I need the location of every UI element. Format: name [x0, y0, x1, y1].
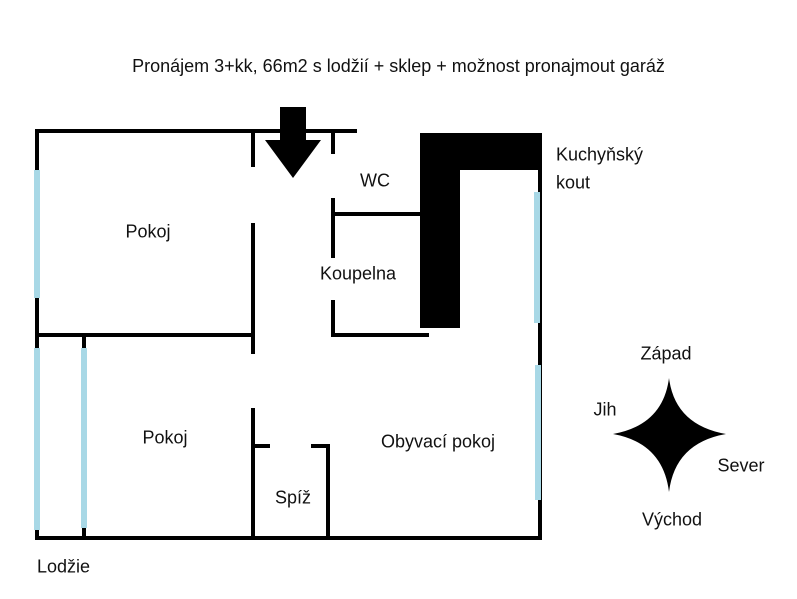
room-label-pokoj: Pokoj — [125, 221, 171, 242]
plan-title: Pronájem 3+kk, 66m2 s lodžií + sklep + m… — [132, 56, 665, 76]
room-label-wc: WC — [360, 170, 390, 191]
kitchen-counter — [420, 133, 542, 328]
room-label-pokoj-2: Pokoj — [142, 427, 188, 448]
room-label-spiz: Spíž — [274, 487, 312, 508]
compass-east: Východ — [641, 509, 703, 530]
room-label-lodzie: Lodžie — [37, 556, 91, 577]
room-label-kitchen-2: kout — [556, 172, 591, 193]
entrance-arrow-icon — [265, 107, 321, 178]
compass-west: Západ — [640, 343, 692, 364]
room-label-obyvaci: Obyvací pokoj — [380, 431, 496, 452]
room-label-kitchen: Kuchyňský — [556, 144, 644, 165]
compass-north: Sever — [717, 455, 765, 476]
room-label-koupelna: Koupelna — [319, 263, 397, 284]
compass-star-icon — [613, 378, 726, 492]
compass-south: Jih — [593, 399, 617, 420]
wall-wc-3 — [331, 300, 429, 337]
wall-spiz — [251, 444, 330, 540]
